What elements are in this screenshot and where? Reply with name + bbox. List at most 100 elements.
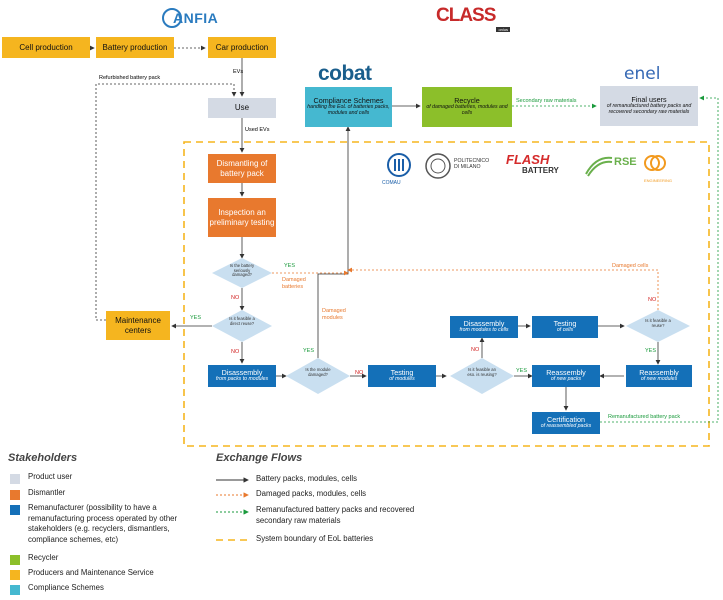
legend-dismantler: Dismantler [28, 488, 66, 497]
anfia-logo: ANFIA [160, 6, 230, 32]
polimi-logo: POLITECNICO DI MILANO [424, 152, 492, 186]
swatch-producers [10, 570, 20, 580]
comau-logo: COMAU [382, 152, 416, 190]
decision-seriously-damaged [212, 258, 272, 288]
legend-recycler: Recycler [28, 553, 59, 562]
remanufactured-pack-label: Remanufactured battery pack [608, 414, 681, 420]
swatch-remanufacturer [10, 505, 20, 515]
testing2-title: Testing [553, 318, 577, 328]
recycle-sub: of damaged batteries, modules and cells [426, 104, 508, 117]
polimi-seal-icon [425, 153, 451, 179]
flow-damaged-cells [347, 267, 659, 310]
certification-box: Certification of reassembled packs [532, 412, 600, 434]
damaged-cells-label: Damaged cells [612, 263, 649, 269]
disassembly2-sub: from modules to cells [459, 327, 509, 334]
swatch-dismantler [10, 490, 20, 500]
enel-logo: enel [624, 64, 660, 84]
flow-remanufactured-pack [600, 95, 719, 423]
decision-module-damaged [286, 358, 350, 394]
decision-reuse [626, 310, 690, 342]
no-label-d2: NO [231, 349, 240, 355]
car-production-label: Car production [215, 42, 269, 52]
disassembly-modules-box: Disassembly from modules to cells [450, 316, 518, 338]
evs-label: EVs [233, 69, 244, 75]
enel-logo-text: enel [624, 64, 661, 84]
secondary-raw-label: Secondary raw materials [516, 98, 577, 104]
testing1-sub: of modules [389, 376, 415, 383]
exchange-flows-title: Exchange Flows [216, 452, 303, 464]
reassembly1-sub: of new packs [550, 376, 582, 383]
system-boundary [183, 141, 710, 447]
decision-reuse-text: Is it feasible a reuse? [645, 318, 671, 328]
disassembly2-title: Disassembly [463, 318, 505, 328]
decision-direct-reuse [212, 310, 272, 342]
damaged-batteries-label: Damaged batteries [282, 277, 306, 290]
flash-battery-logo: FLASH BATTERY [506, 152, 576, 180]
swatch-compliance [10, 585, 20, 595]
testing1-title: Testing [390, 367, 414, 377]
decision-module-damaged-text: Is the module damaged? [305, 367, 331, 377]
legend-compliance: Compliance Schemes [28, 583, 104, 592]
class-logo-sub: onlus [496, 27, 510, 32]
cobat-logo-text: cobat [318, 62, 372, 85]
decision-seriously-damaged-text: Is the battery seriously damaged? [229, 263, 255, 278]
battery-production-box: Battery production [96, 37, 174, 58]
cobat-logo: cobat [318, 62, 372, 86]
maintenance-label: Maintenance centers [115, 316, 161, 335]
legend-flow-1: Battery packs, modules, cells [256, 474, 357, 483]
flash-logo-sub: BATTERY [522, 166, 559, 175]
flash-logo-text: FLASH [506, 152, 550, 167]
no-label-d1: NO [231, 295, 240, 301]
compliance-schemes-box: Compliance Schemes handling the EoL of b… [305, 87, 392, 127]
certification-title: Certification [547, 414, 585, 424]
car-production-box: Car production [208, 37, 276, 58]
decision-direct-reuse-text: Is it feasible a direct reuse? [229, 316, 255, 326]
reassembly2-title: Reassembly [639, 367, 679, 377]
inspection-box: Inspection an preliminary testing [208, 198, 276, 237]
refurbished-label: Refurbished battery pack [99, 75, 161, 81]
disassembly1-sub: from packs to modules [215, 376, 269, 383]
comau-mark-icon [387, 153, 411, 177]
rse-logo: RSE [584, 152, 637, 182]
compliance-sub: handling the EoL of batteries packs, mod… [307, 104, 390, 117]
used-evs-label: Used EVs [245, 127, 270, 133]
testing-cells-box: Testing of cells [532, 316, 598, 338]
anfia-mark-icon [162, 8, 182, 28]
final-users-sub: of remanufactured battery packs and reco… [606, 103, 692, 116]
yes-label-d2: YES [190, 315, 202, 321]
yes-label-d3: YES [303, 348, 315, 354]
reassembly-packs-box: Reassembly of new packs [532, 365, 600, 387]
engineering-logo-text: ENGINEERING [644, 178, 673, 183]
legend-remanufacturer: Remanufacturer (possibility to have a re… [28, 503, 178, 544]
recycle-title: Recycle [454, 95, 480, 105]
legend-flow-2: Damaged packs, modules, cells [256, 489, 367, 498]
legend-flow-4: System boundary of EoL batteries [256, 534, 374, 543]
legend-product-user: Product user [28, 472, 73, 481]
decision-cell-reuse-text: Is it feasible an eso. is reusing? [467, 367, 497, 377]
no-label-d5: NO [648, 297, 657, 303]
final-users-title: Final users [631, 94, 667, 104]
dismantling-label: Dismantling of battery pack [216, 159, 268, 178]
rse-mark-icon [585, 156, 613, 177]
polimi-logo-text: POLITECNICO DI MILANO [454, 158, 490, 171]
disassembly1-title: Disassembly [221, 367, 263, 377]
class-logo: CLASS onlus [436, 5, 512, 33]
final-users-box: Final users of remanufactured battery pa… [600, 86, 698, 126]
stakeholders-title: Stakeholders [8, 452, 78, 464]
disassembly-packs-box: Disassembly from packs to modules [208, 365, 276, 387]
decision-cell-reuse [450, 358, 514, 394]
certification-sub: of reassembled packs [540, 423, 592, 430]
use-box: Use [208, 98, 276, 118]
reassembly2-sub: of new modules [640, 376, 678, 383]
reassembly-modules-box: Reassembly of new modules [626, 365, 692, 387]
cell-production-label: Cell production [19, 42, 73, 52]
class-logo-text: CLASS [436, 5, 496, 26]
testing2-sub: of cells [556, 327, 574, 334]
flow-d3-to-compliance [317, 126, 351, 358]
damaged-modules-label: Damaged modules [322, 308, 346, 321]
no-label-d4: NO [471, 347, 480, 353]
no-label-d3: NO [355, 370, 364, 376]
swatch-product-user [10, 474, 20, 484]
use-label: Use [234, 103, 250, 113]
